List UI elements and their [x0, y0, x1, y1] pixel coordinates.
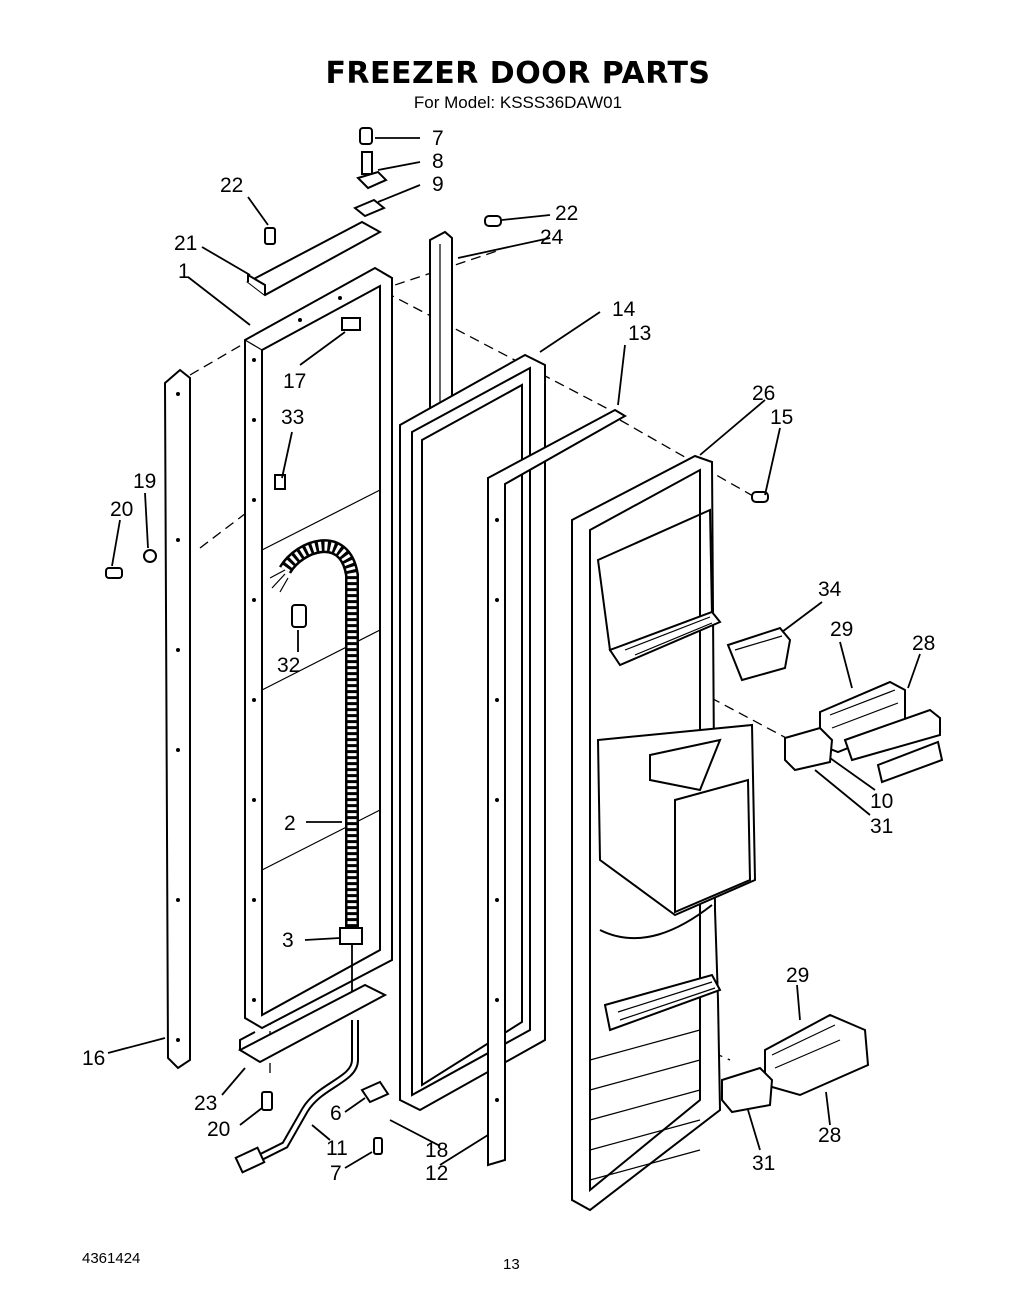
- part-2-harness: [269, 539, 363, 1000]
- callout-14: 14: [612, 298, 636, 321]
- callout-16: 16: [82, 1047, 105, 1070]
- callout-29: 29: [830, 618, 853, 641]
- callout-23: 23: [194, 1092, 217, 1115]
- callout-8: 8: [432, 150, 444, 173]
- part-12-liner-strip: [487, 408, 627, 1167]
- leader-lines: [107, 137, 921, 1169]
- callout-17: 17: [283, 370, 306, 393]
- small-hardware: [105, 127, 769, 1155]
- part-14-gasket: [399, 353, 546, 1112]
- callout-26: 26: [752, 382, 775, 405]
- callout-21: 21: [174, 232, 197, 255]
- callout-19: 19: [133, 470, 156, 493]
- callout-31: 31: [752, 1152, 775, 1175]
- document-number: 4361424: [82, 1250, 141, 1267]
- part-1-door-panel: [244, 266, 393, 1030]
- part-32-connector: [291, 604, 307, 628]
- callout-20: 20: [207, 1118, 230, 1141]
- part-26-inner-liner: [571, 454, 757, 1212]
- callout-13: 13: [628, 322, 651, 345]
- callout-33: 33: [281, 406, 304, 429]
- callout-22: 22: [220, 174, 243, 197]
- callout-18: 18: [425, 1139, 448, 1162]
- model-subtitle: For Model: KSSS36DAW01: [413, 93, 623, 112]
- callout-10: 10: [870, 790, 893, 813]
- callout-15: 15: [770, 406, 793, 429]
- part-16-strip: [163, 368, 191, 1070]
- callout-31: 31: [870, 815, 893, 838]
- callout-12: 12: [425, 1162, 448, 1185]
- part-21-top-bracket: [246, 220, 383, 297]
- lower-bin-group: [721, 1013, 870, 1114]
- callout-32: 32: [277, 654, 300, 677]
- callout-34: 34: [818, 578, 842, 601]
- callout-28: 28: [818, 1124, 841, 1147]
- callout-labels: 7 8 9 22 22 24 21 1 14 13 17 26 15 33 19…: [82, 127, 935, 1185]
- callout-22: 22: [555, 202, 578, 225]
- part-23-bottom-bracket: [237, 983, 388, 1064]
- page-number: 13: [503, 1256, 520, 1273]
- part-11-tube: [234, 1020, 359, 1174]
- callout-2: 2: [284, 812, 296, 835]
- upper-bin-group: [784, 680, 944, 784]
- callout-1: 1: [178, 260, 190, 283]
- callout-7: 7: [432, 127, 444, 150]
- callout-11: 11: [326, 1137, 348, 1160]
- callout-7: 7: [330, 1162, 342, 1185]
- callout-24: 24: [540, 226, 564, 249]
- part-34-chute: [726, 626, 792, 682]
- callout-29: 29: [786, 964, 809, 987]
- callout-9: 9: [432, 173, 444, 196]
- callout-3: 3: [282, 929, 294, 952]
- page-title: FREEZER DOOR PARTS: [325, 56, 711, 91]
- callout-28: 28: [912, 632, 935, 655]
- callout-6: 6: [330, 1102, 342, 1125]
- callout-20: 20: [110, 498, 133, 521]
